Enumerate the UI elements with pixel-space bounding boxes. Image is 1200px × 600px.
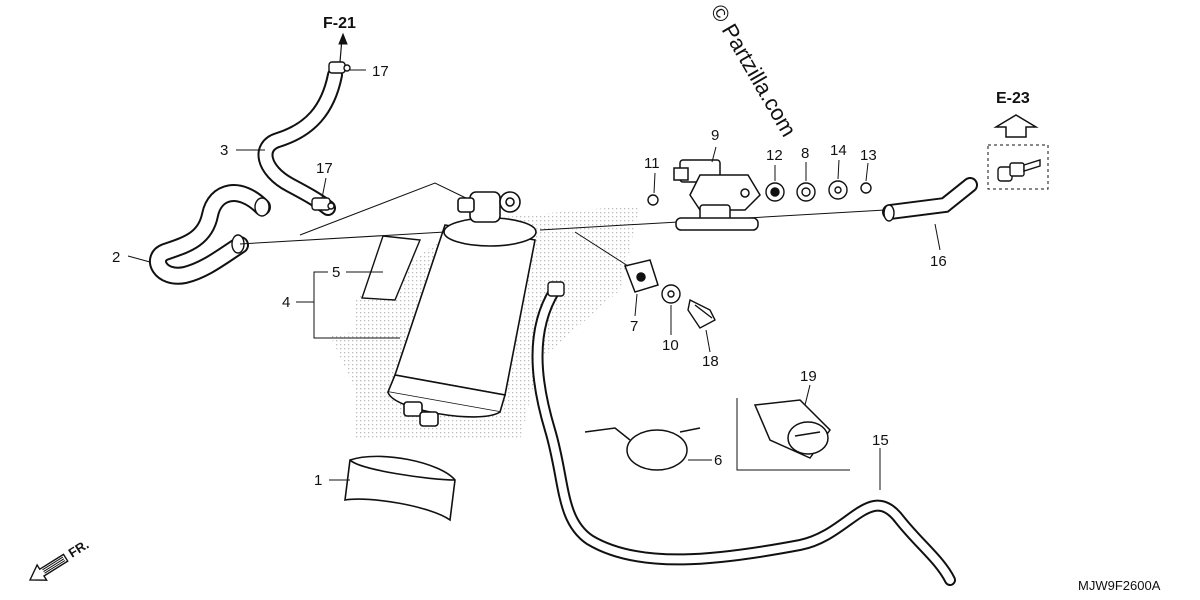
callout-19: 19 bbox=[800, 368, 817, 385]
connector-fitting bbox=[997, 159, 1041, 182]
band-1 bbox=[344, 455, 456, 522]
rubber-mount-7 bbox=[623, 259, 659, 293]
leader-line bbox=[574, 231, 629, 267]
callout-1: 1 bbox=[314, 472, 322, 489]
hose-16 bbox=[882, 177, 978, 220]
callout-7: 7 bbox=[630, 318, 638, 335]
bolt-18 bbox=[687, 298, 716, 329]
callout-17-top: 17 bbox=[372, 63, 389, 80]
nut-13 bbox=[860, 182, 872, 194]
callout-16: 16 bbox=[930, 253, 947, 270]
ref-e23: E-23 bbox=[996, 90, 1030, 107]
holder-box bbox=[736, 398, 850, 471]
washer-10 bbox=[661, 284, 681, 304]
washer-8 bbox=[796, 182, 816, 202]
watermark: © Partzilla.com bbox=[706, 0, 802, 141]
ref-f21: F-21 bbox=[323, 15, 356, 32]
hose-15-end bbox=[547, 281, 565, 297]
callout-13: 13 bbox=[860, 147, 877, 164]
hose-3 bbox=[257, 67, 343, 216]
hose-2-end bbox=[231, 197, 270, 254]
front-label: FR. bbox=[66, 537, 92, 561]
callout-15: 15 bbox=[872, 432, 889, 449]
callout-11: 11 bbox=[644, 155, 660, 172]
leader-line bbox=[239, 231, 446, 245]
canister-4 bbox=[386, 191, 537, 427]
grommet-12 bbox=[765, 182, 785, 202]
holder-19 bbox=[753, 399, 831, 459]
front-arrow-icon bbox=[28, 553, 69, 581]
callout-leaders bbox=[127, 69, 941, 490]
hollow-arrow-icon bbox=[993, 114, 1039, 138]
hose-15 bbox=[531, 284, 956, 586]
washer-14 bbox=[828, 180, 848, 200]
callout-9: 9 bbox=[711, 127, 719, 144]
bracket-5 bbox=[361, 235, 422, 301]
callout-8: 8 bbox=[801, 145, 809, 162]
callout-3: 3 bbox=[220, 142, 228, 159]
hose-16-end bbox=[883, 204, 895, 222]
callout-17-lower: 17 bbox=[316, 160, 333, 177]
callout-18: 18 bbox=[702, 353, 719, 370]
arrow-up-icon bbox=[338, 32, 348, 63]
diagram-code: MJW9F2600A bbox=[1078, 578, 1161, 593]
clamp-17-top bbox=[328, 61, 351, 74]
clip-6 bbox=[584, 427, 701, 471]
callout-10: 10 bbox=[662, 337, 679, 354]
callout-4: 4 bbox=[282, 294, 290, 311]
callout-6: 6 bbox=[714, 452, 722, 469]
connector-box bbox=[987, 144, 1049, 190]
callout-2: 2 bbox=[112, 249, 120, 266]
callout-5: 5 bbox=[332, 264, 340, 281]
callout-12: 12 bbox=[766, 147, 783, 164]
callout-14: 14 bbox=[830, 142, 847, 159]
nut-11 bbox=[647, 194, 659, 206]
solenoid-valve-9 bbox=[673, 159, 761, 231]
leader-line bbox=[299, 182, 471, 236]
clamp-17-lower bbox=[311, 197, 335, 211]
hose-2 bbox=[149, 184, 271, 285]
